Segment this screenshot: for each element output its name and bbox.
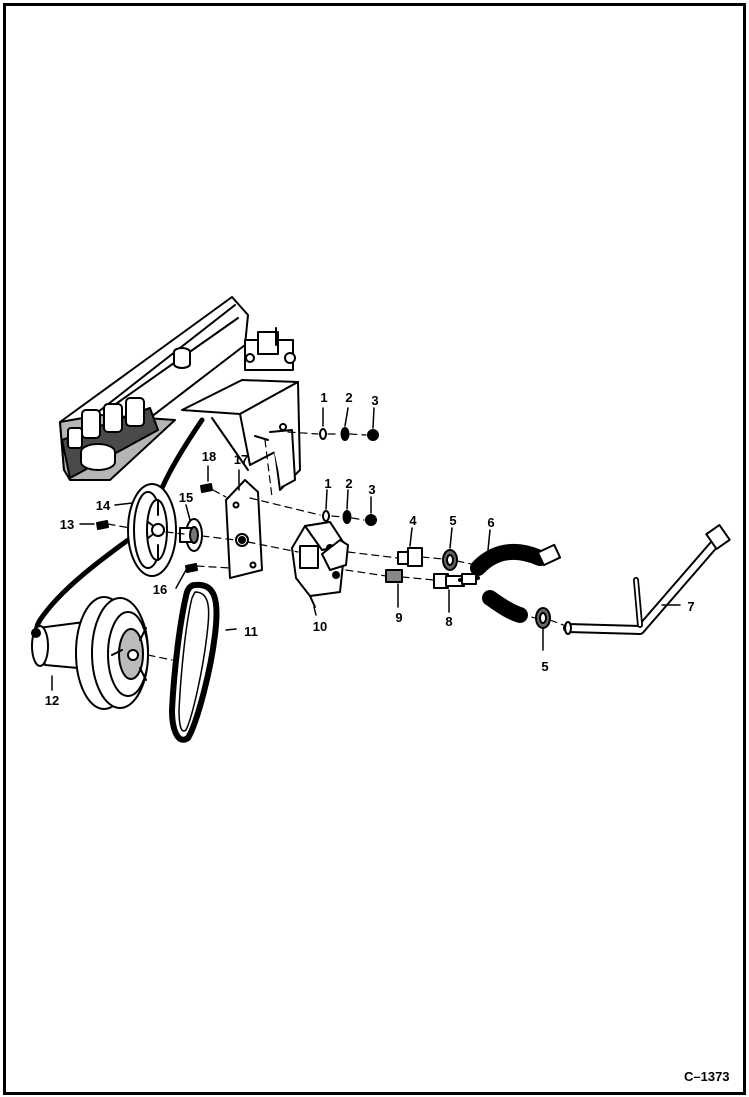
assembly-lines xyxy=(107,431,567,661)
callout-3-upper: 3 xyxy=(371,393,378,408)
callout-5-upper: 5 xyxy=(449,513,456,528)
diagram-border xyxy=(3,3,746,1095)
callout-1-lower: 1 xyxy=(324,476,331,491)
callout-13: 13 xyxy=(60,517,74,532)
callout-17: 17 xyxy=(234,452,248,467)
callout-14: 14 xyxy=(96,498,111,513)
callout-2-upper: 2 xyxy=(345,390,352,405)
v-belt-drawing xyxy=(169,581,220,743)
callout-1-upper: 1 xyxy=(320,390,327,405)
hub-drawing xyxy=(179,518,203,552)
callout-11: 11 xyxy=(244,624,258,639)
callout-labels: 1 2 3 1 2 3 4 5 6 5 7 8 9 10 11 12 13 14… xyxy=(45,390,695,708)
callout-9: 9 xyxy=(395,610,402,625)
callout-16: 16 xyxy=(153,582,167,597)
upper-fasteners-drawing xyxy=(319,427,379,526)
hose-drawing xyxy=(458,543,562,623)
figure-code: C–1373 xyxy=(684,1069,730,1084)
callout-8: 8 xyxy=(445,614,452,629)
tube-drawing xyxy=(563,524,731,635)
callout-10: 10 xyxy=(313,619,327,634)
mounting-plate-drawing xyxy=(225,479,263,579)
engine-frame-drawing xyxy=(59,296,296,481)
callout-leaders xyxy=(51,407,681,691)
callout-4: 4 xyxy=(409,513,417,528)
mounting-bracket-drawing xyxy=(181,379,301,491)
callout-2-lower: 2 xyxy=(345,476,352,491)
callout-6: 6 xyxy=(487,515,494,530)
small-bolts-drawing xyxy=(96,483,213,573)
callout-3-lower: 3 xyxy=(368,482,375,497)
callout-15: 15 xyxy=(179,490,193,505)
callout-18: 18 xyxy=(202,449,216,464)
alternator-drawing xyxy=(31,596,149,710)
callout-12: 12 xyxy=(45,693,59,708)
callout-5-lower: 5 xyxy=(541,659,548,674)
pump-drawing xyxy=(291,521,349,608)
callout-7: 7 xyxy=(687,599,694,614)
fan-pulley-drawing xyxy=(127,483,177,577)
fittings-drawing xyxy=(385,547,551,629)
